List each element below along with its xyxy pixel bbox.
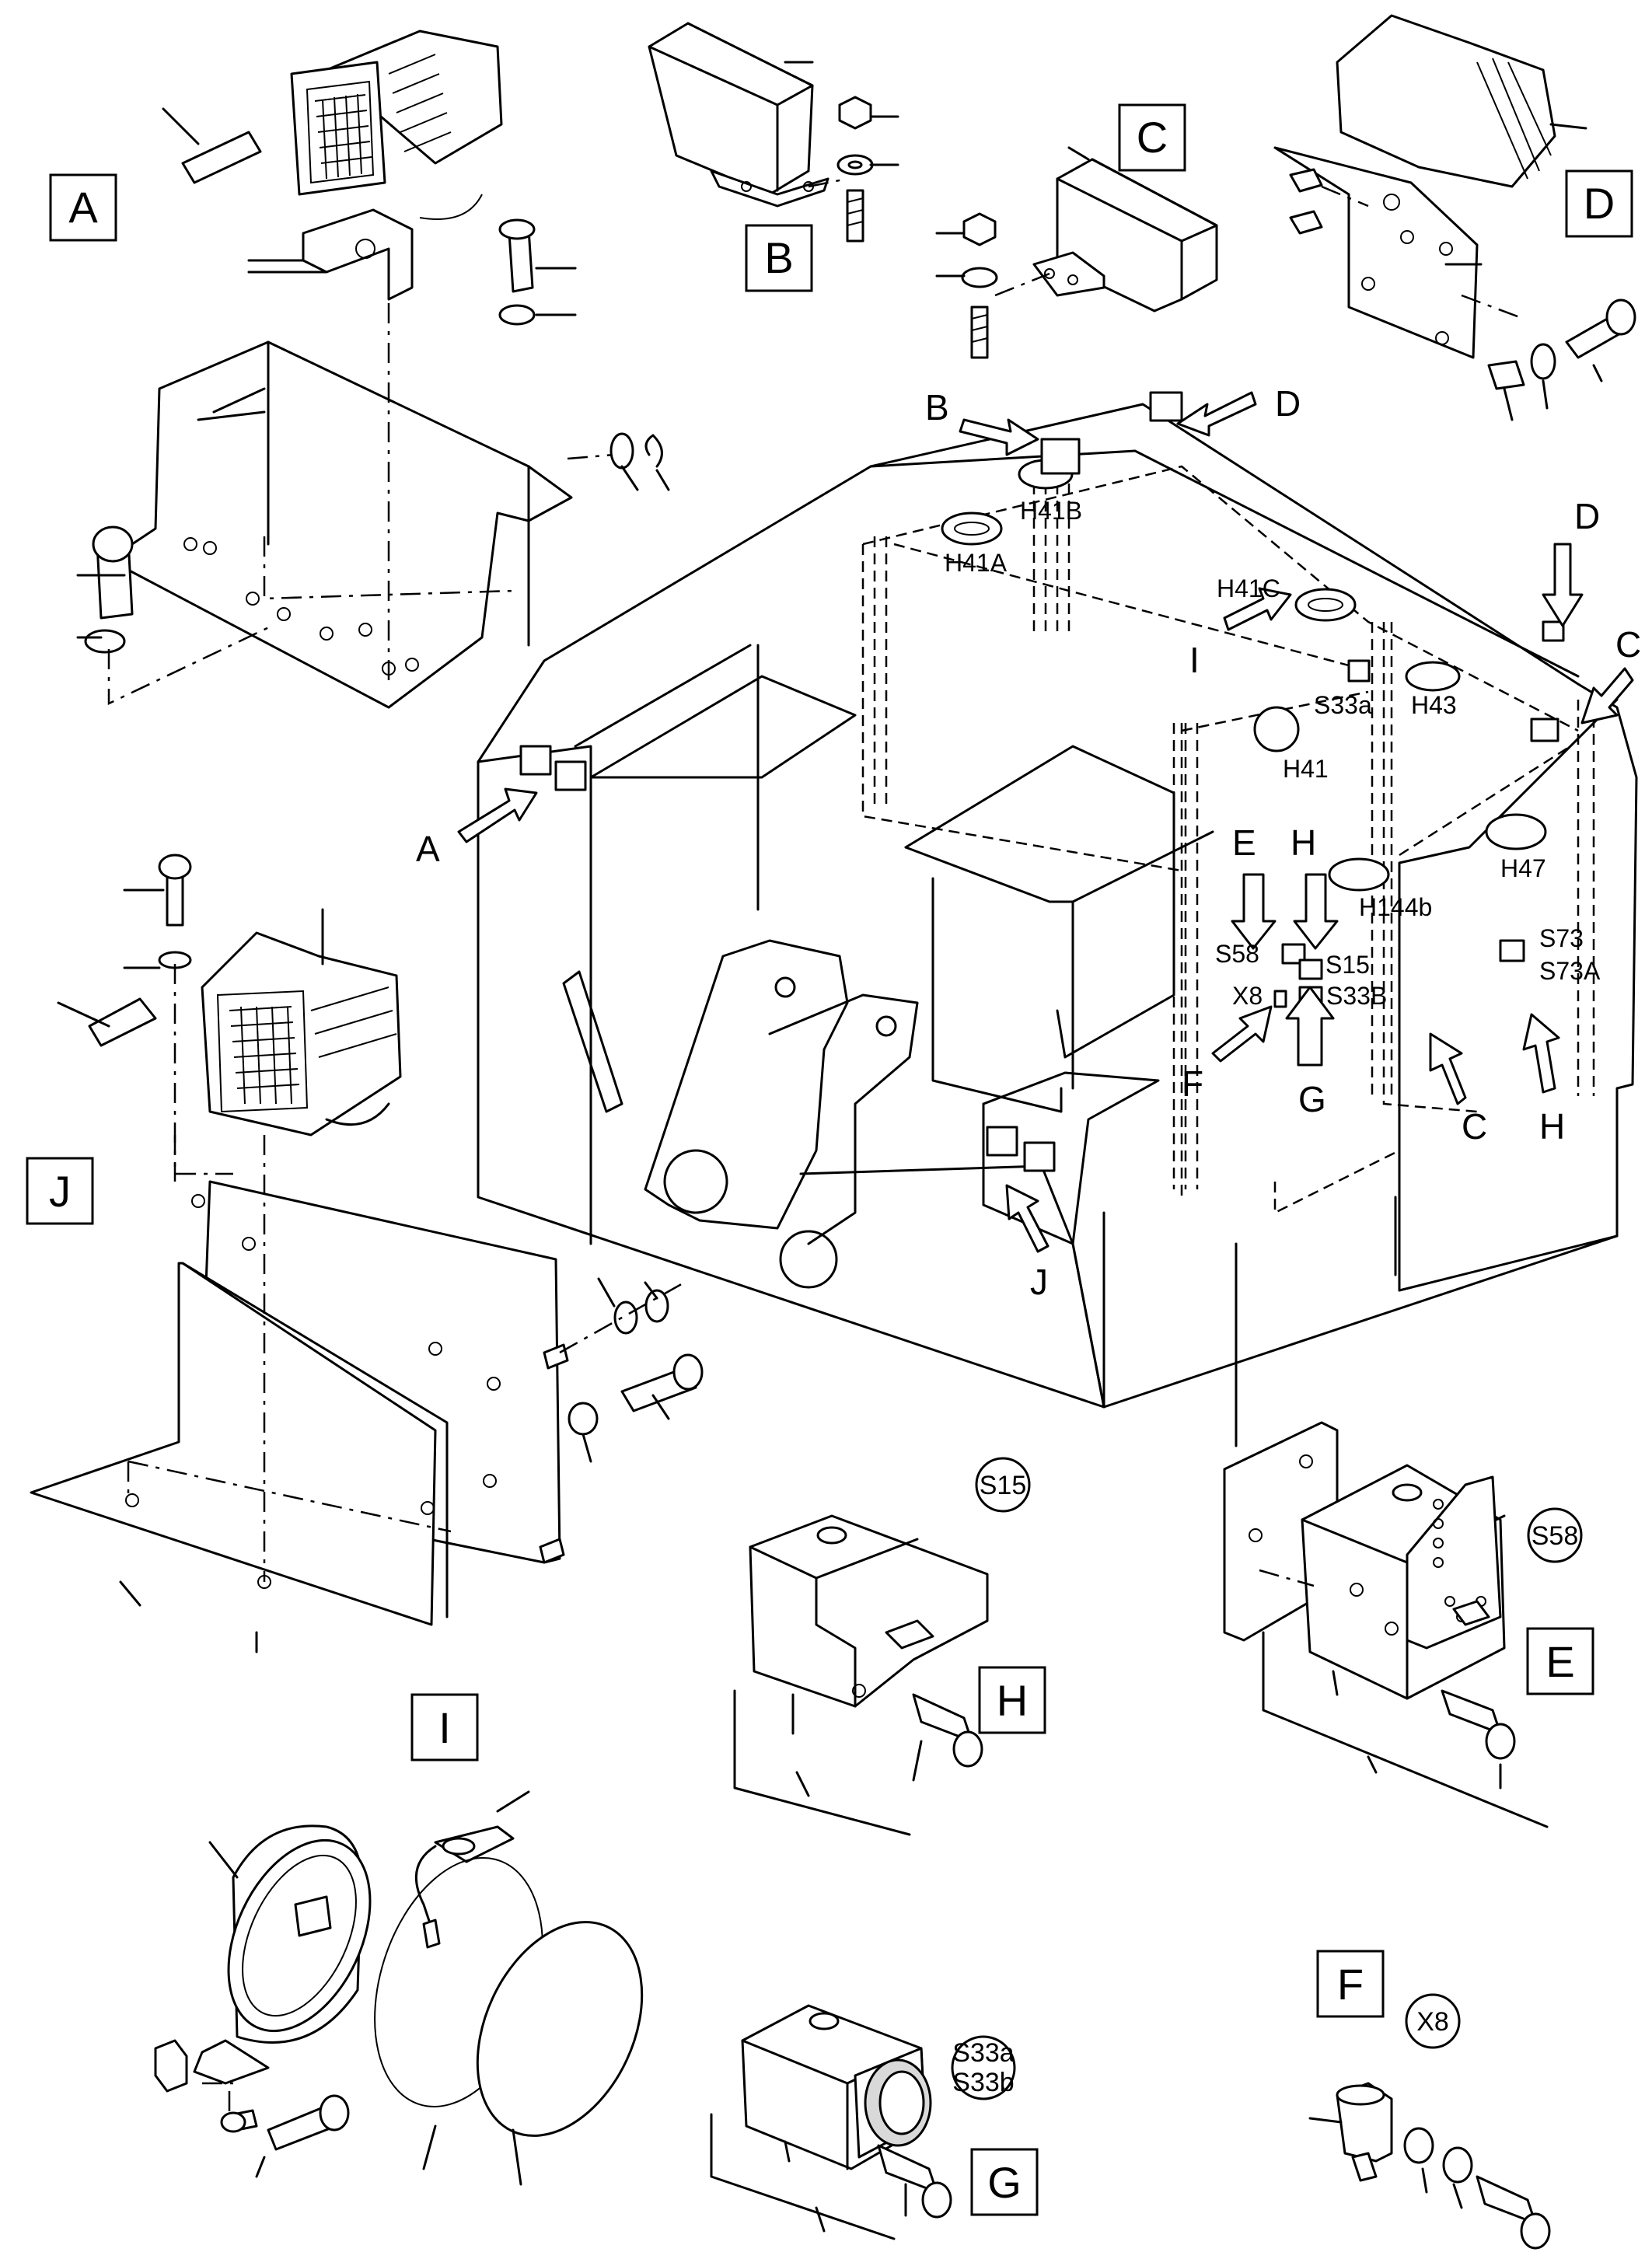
arrow-label-g: G (1298, 1079, 1326, 1119)
arrow-f (1211, 1005, 1273, 1063)
arrow-labels: A B D D C I E H F G C H J (416, 383, 1641, 1302)
view-j-worklight (26, 854, 704, 1653)
cabin-frame (477, 403, 1638, 1447)
arrow-label-a: A (416, 829, 440, 869)
view-label-j: J (49, 1167, 71, 1216)
view-b-module (648, 22, 899, 292)
view-label-a: A (68, 183, 98, 232)
arrow-e (1231, 873, 1277, 950)
arrow-i (1223, 587, 1292, 631)
label-s33a: S33a (1314, 691, 1372, 719)
view-c-module (935, 103, 1218, 359)
arrow-label-c2: C (1462, 1106, 1487, 1147)
view-i-lamp (154, 1693, 644, 2186)
label-h144b: H144b (1359, 893, 1432, 921)
callout-x8: X8 (1416, 2007, 1449, 2037)
view-h-switch (733, 1457, 1046, 1836)
view-label-b: B (764, 233, 793, 282)
callout-circles: S15 S58 S33a S33b X8 (952, 1471, 1578, 2097)
label-h41b: H41B (1020, 497, 1082, 525)
arrow-label-d1: D (1275, 383, 1301, 424)
label-x8: X8 (1232, 982, 1263, 1010)
view-arrows (457, 391, 1634, 1253)
label-h43: H43 (1411, 691, 1457, 719)
arrow-label-c1: C (1615, 624, 1641, 665)
arrow-label-j: J (1030, 1262, 1048, 1302)
view-a-worklight (76, 30, 670, 709)
label-s73: S73 (1539, 924, 1584, 952)
component-labels: H41A H41B H41C H41 H43 H47 H144b S33a S5… (945, 497, 1601, 1010)
arrow-c1 (1580, 667, 1634, 724)
arrow-label-i: I (1189, 640, 1200, 680)
callout-s33-a: S33a (952, 2038, 1014, 2068)
view-labels: A B C D E F G H I J (49, 113, 1615, 2207)
label-s33b: S33B (1326, 982, 1387, 1010)
view-label-e: E (1545, 1637, 1574, 1686)
view-a-box (49, 173, 117, 242)
view-label-i: I (438, 1703, 451, 1752)
view-label-g: G (987, 2158, 1022, 2207)
view-e-switch (1223, 1421, 1594, 1828)
label-h41c: H41C (1217, 574, 1280, 602)
view-label-f: F (1337, 1960, 1364, 2009)
view-d-worklight (1273, 14, 1636, 421)
arrow-label-e: E (1232, 822, 1256, 863)
arrow-label-h1: H (1291, 822, 1316, 863)
arrow-g (1285, 986, 1335, 1067)
callout-s33-b: S33b (952, 2068, 1014, 2097)
roof-lamps (519, 391, 1565, 1172)
arrow-c2 (1429, 1032, 1467, 1105)
label-h47: H47 (1500, 854, 1546, 882)
arrow-label-h2: H (1539, 1106, 1565, 1147)
callout-s58: S58 (1532, 1521, 1579, 1551)
arrow-h2 (1522, 1013, 1560, 1094)
label-h41a: H41A (945, 549, 1008, 577)
callout-s15: S15 (980, 1471, 1027, 1500)
view-label-h: H (997, 1676, 1028, 1725)
arrow-b (959, 418, 1039, 456)
arrow-label-d2: D (1574, 496, 1600, 536)
view-f-connector (1308, 1950, 1551, 2250)
arrow-label-f: F (1182, 1063, 1203, 1104)
view-g-switch (710, 2004, 1039, 2240)
label-s73a: S73A (1539, 957, 1601, 985)
arrow-d2 (1542, 543, 1584, 627)
arrow-a (457, 787, 538, 843)
arrow-label-b: B (925, 387, 949, 428)
view-label-c: C (1137, 113, 1168, 162)
label-s15: S15 (1325, 951, 1370, 979)
arrow-h1 (1293, 873, 1339, 950)
label-h41: H41 (1283, 755, 1329, 783)
arrow-j (1005, 1184, 1050, 1253)
view-label-d: D (1584, 179, 1615, 228)
label-s58: S58 (1215, 940, 1259, 968)
arrow-d1 (1176, 391, 1257, 437)
